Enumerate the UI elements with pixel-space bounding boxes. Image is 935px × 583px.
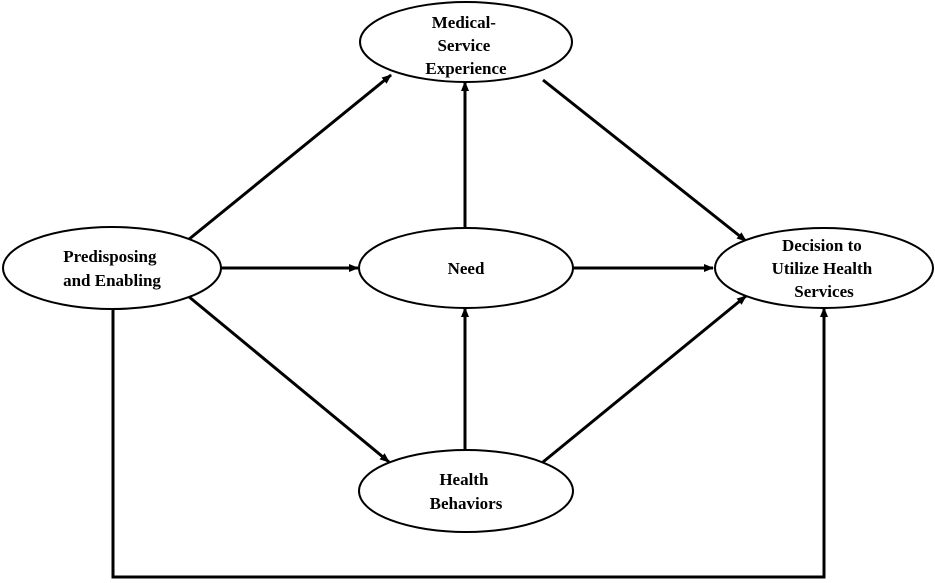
node-medical-line-3: Experience	[425, 59, 507, 78]
node-health-line-2: Behaviors	[430, 494, 503, 513]
node-decision-line-1: Decision to	[782, 236, 862, 255]
node-medical-label: Medical- Service Experience	[425, 13, 507, 78]
node-predisposing-label: Predisposing and Enabling	[63, 247, 161, 290]
node-decision-line-2: Utilize Health	[772, 259, 873, 278]
node-decision-line-3: Services	[794, 282, 854, 301]
nodes-layer: Medical- Service Experience Predisposing…	[2, 1, 934, 533]
node-need-label: Need	[448, 259, 485, 278]
node-medical-line-1: Medical-	[432, 13, 497, 32]
node-need-shape	[358, 227, 574, 309]
node-need: Need	[358, 227, 574, 309]
node-need-line-1: Need	[448, 259, 485, 278]
edge-predisposing-to-decision	[111, 307, 828, 579]
edge-medical-to-decision	[542, 78, 747, 243]
node-predisposing-line-1: Predisposing	[63, 247, 157, 266]
node-health-line-1: Health	[439, 470, 489, 489]
node-medical-service-experience: Medical- Service Experience	[359, 1, 573, 83]
node-medical-shape	[359, 1, 573, 83]
node-health-shape	[358, 449, 574, 533]
node-predisposing-line-2: and Enabling	[63, 271, 161, 290]
node-health-label: Health Behaviors	[430, 470, 503, 513]
node-medical-line-2: Service	[437, 36, 490, 55]
edge-predisposing-to-medical	[187, 73, 392, 242]
node-decision-to-utilize-health-services: Decision to Utilize Health Services	[714, 227, 934, 309]
node-predisposing-shape	[2, 226, 222, 310]
edges-layer	[111, 73, 828, 579]
edge-health-to-decision	[542, 294, 747, 464]
edge-predisposing-to-health	[187, 294, 390, 464]
node-decision-label: Decision to Utilize Health Services	[772, 236, 877, 301]
node-predisposing-and-enabling: Predisposing and Enabling	[2, 226, 222, 310]
node-decision-shape	[714, 227, 934, 309]
node-health-behaviors: Health Behaviors	[358, 449, 574, 533]
